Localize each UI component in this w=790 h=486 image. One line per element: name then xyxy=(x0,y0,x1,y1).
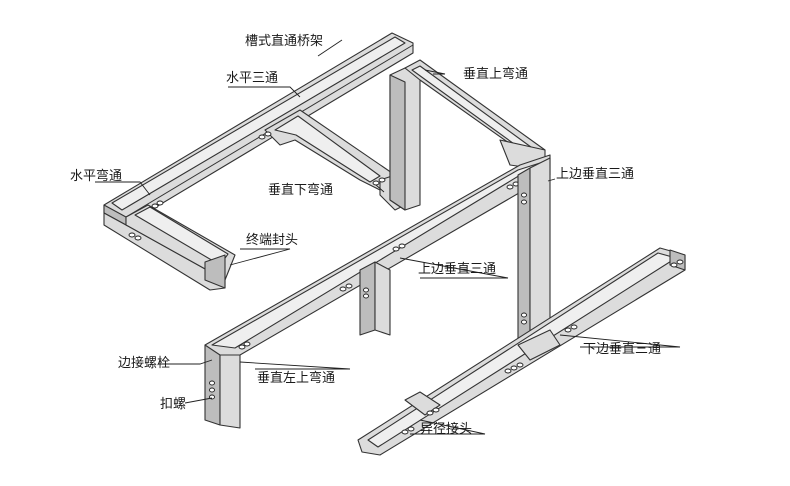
label-reducer-joint: 异径接头 xyxy=(420,421,472,437)
horizontal-bend-section xyxy=(103,200,236,291)
straight-tray-section xyxy=(103,32,414,226)
label-clip-screw: 扣螺 xyxy=(160,397,186,412)
label-lower-vertical-tee: 下边垂直三通 xyxy=(583,342,661,357)
leader-lines xyxy=(95,39,681,435)
label-end-cap: 终端封头 xyxy=(246,232,298,248)
label-vertical-up-bend: 垂直上弯通 xyxy=(463,66,528,82)
upper-vertical-tee-drop xyxy=(359,261,391,336)
label-horizontal-bend: 水平弯通 xyxy=(70,168,122,184)
label-straight-tray: 槽式直通桥架 xyxy=(245,34,323,49)
labels: 槽式直通桥架 水平三通 垂直上弯通 水平弯通 垂直下弯通 上边垂直三通 终端封头… xyxy=(70,34,661,437)
lower-run-section xyxy=(357,247,686,456)
label-horizontal-tee: 水平三通 xyxy=(226,71,278,86)
label-upper-vertical-tee-2: 上边垂直三通 xyxy=(418,262,496,277)
label-vertical-left-up-bend: 垂直左上弯通 xyxy=(257,370,335,386)
horizontal-tee-section xyxy=(258,109,396,191)
label-upper-vertical-tee-1: 上边垂直三通 xyxy=(556,167,634,182)
right-vertical-post xyxy=(517,157,551,346)
label-edge-bolt: 边接螺栓 xyxy=(118,355,170,371)
label-vertical-down-bend: 垂直下弯通 xyxy=(268,182,333,198)
